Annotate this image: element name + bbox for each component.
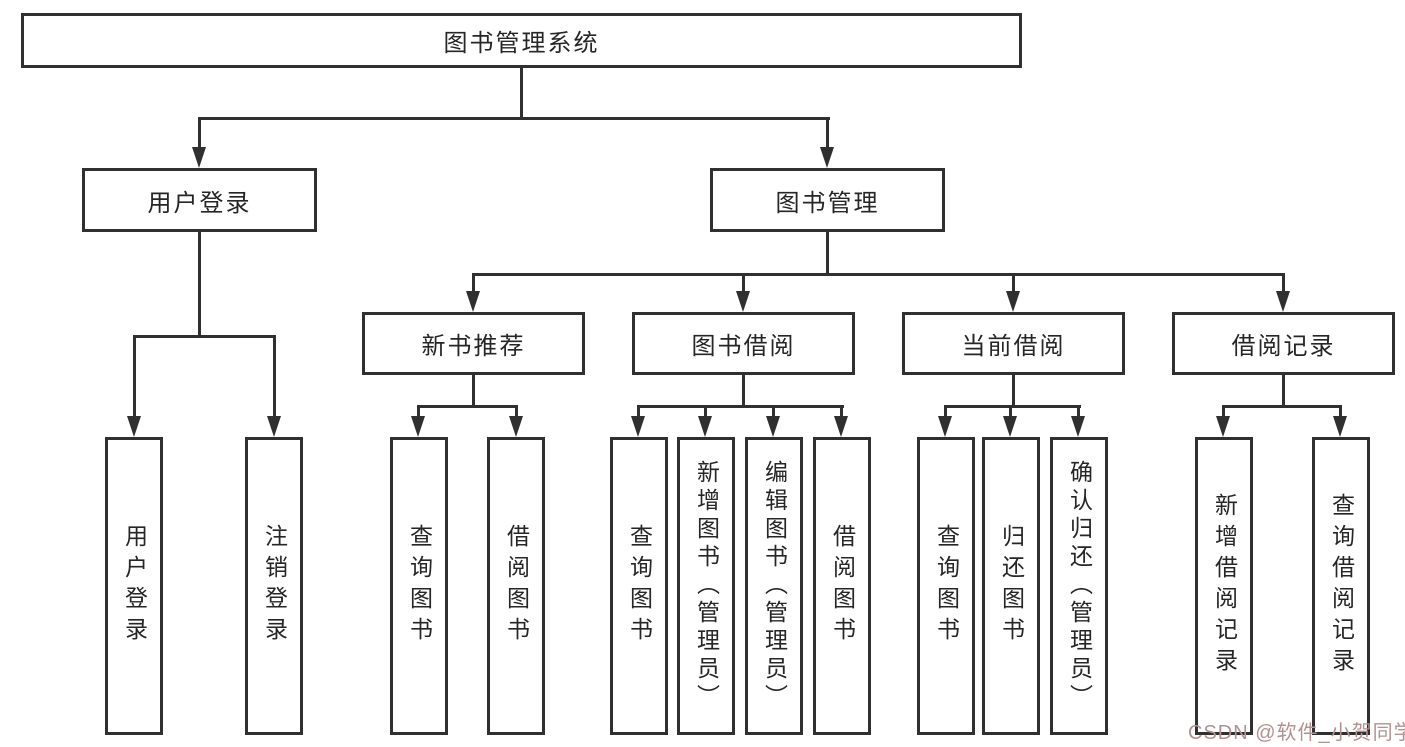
arrowhead-current-borrow [1006,291,1020,312]
connector-root-stub [520,68,523,118]
connector-to-add-book [704,405,707,419]
node-user-login: 用户登录 [82,168,317,232]
connector-borrow-record-stub [1282,375,1285,405]
arrowhead-leaf-user-login [127,416,141,437]
arrowhead-query-record [1333,416,1347,437]
connector-to-borrow-record [1282,273,1285,294]
connector-to-leaf-user-login [133,335,136,419]
leaf-label: 编辑图书（管理员） [761,460,788,712]
connector-to-book-mgmt [826,117,829,150]
arrowhead-leaf-logout [267,416,281,437]
arrowhead-borrow-record [1276,291,1290,312]
connector-to-user-login [198,117,201,150]
node-leaf-user-login: 用户登录 [105,437,163,735]
node-leaf-query-book-2: 查询图书 [610,437,668,735]
arrowhead-return-book [1003,416,1017,437]
connector-to-book-borrow [742,273,745,294]
node-leaf-edit-book: 编辑图书（管理员） [745,437,803,735]
arrowhead-add-book [698,416,712,437]
connector-book-mgmt-rail [472,273,1285,276]
node-leaf-borrow-book-1: 借阅图书 [487,437,545,735]
leaf-label: 查询图书 [933,524,960,648]
node-book-mgmt: 图书管理 [710,168,945,232]
node-leaf-confirm-return: 确认归还（管理员） [1050,437,1108,735]
arrowhead-query-book-2 [631,416,645,437]
node-leaf-query-book-1: 查询图书 [390,437,448,735]
connector-to-confirm-return [1077,405,1080,419]
node-leaf-query-record: 查询借阅记录 [1312,437,1370,735]
connector-to-query-record [1339,405,1342,419]
connector-to-borrow-book-2 [840,405,843,419]
connector-book-borrow-stub [742,375,745,405]
arrowhead-query-book-3 [938,416,952,437]
node-leaf-return-book: 归还图书 [982,437,1040,735]
arrowhead-edit-book [766,416,780,437]
leaf-label: 借阅图书 [503,524,530,648]
csdn-watermark: CSDN @软件_小贺同学 [1188,722,1405,744]
connector-to-query-book-1 [417,405,420,419]
arrowhead-borrow-book-1 [509,416,523,437]
connector-new-book-stub [472,375,475,405]
arrowhead-book-mgmt [820,147,834,168]
node-book-borrow: 图书借阅 [632,312,855,375]
connector-to-return-book [1009,405,1012,419]
arrowhead-add-record [1216,416,1230,437]
leaf-label: 查询图书 [626,524,653,648]
connector-current-borrow-stub [1012,375,1015,405]
connector-to-new-book [472,273,475,294]
arrowhead-user-login [192,147,206,168]
leaf-label: 查询图书 [406,524,433,648]
node-current-borrow: 当前借阅 [902,312,1125,375]
connector-root-rail [198,117,830,120]
connector-new-book-rail [417,405,518,408]
leaf-label: 借阅图书 [829,524,856,648]
connector-current-borrow-rail [944,405,1081,408]
node-leaf-add-book: 新增图书（管理员） [677,437,735,735]
leaf-label: 归还图书 [998,524,1025,648]
connector-user-login-rail [133,335,276,338]
arrowhead-confirm-return [1071,416,1085,437]
connector-borrow-record-rail [1222,405,1342,408]
connector-book-borrow-rail [637,405,844,408]
node-leaf-add-record: 新增借阅记录 [1195,437,1253,735]
connector-to-add-record [1222,405,1225,419]
node-leaf-borrow-book-2: 借阅图书 [813,437,871,735]
leaf-label: 注销登录 [261,524,288,648]
node-borrow-record: 借阅记录 [1172,312,1395,375]
leaf-label: 新增借阅记录 [1211,493,1238,679]
leaf-label: 用户登录 [121,524,148,648]
connector-to-query-book-3 [944,405,947,419]
leaf-label: 确认归还（管理员） [1066,460,1093,712]
node-root: 图书管理系统 [21,13,1022,68]
connector-user-login-stub [198,232,201,335]
connector-to-leaf-logout [273,335,276,419]
node-leaf-logout: 注销登录 [245,437,303,735]
connector-to-edit-book [772,405,775,419]
arrowhead-new-book [466,291,480,312]
connector-to-current-borrow [1012,273,1015,294]
node-new-book: 新书推荐 [362,312,585,375]
node-leaf-query-book-3: 查询图书 [917,437,975,735]
leaf-label: 新增图书（管理员） [693,460,720,712]
connector-to-query-book-2 [637,405,640,419]
leaf-label: 查询借阅记录 [1328,493,1355,679]
arrowhead-borrow-book-2 [834,416,848,437]
arrowhead-book-borrow [736,291,750,312]
connector-book-mgmt-stub [826,232,829,273]
arrowhead-query-book-1 [411,416,425,437]
connector-to-borrow-book-1 [515,405,518,419]
